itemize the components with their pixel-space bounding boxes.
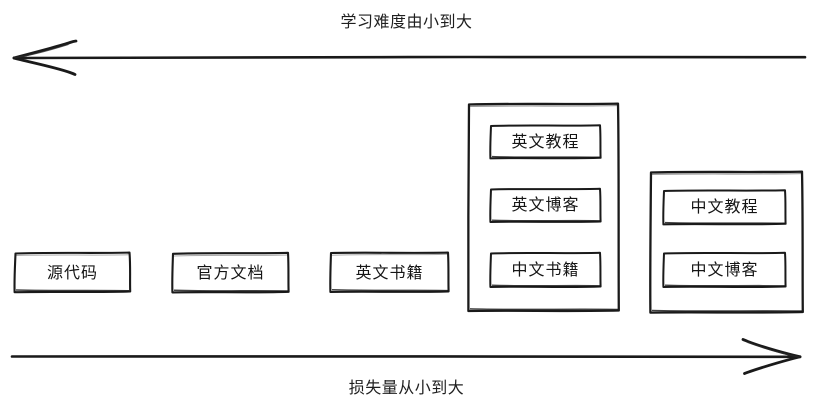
bottom-arrow	[10, 338, 802, 375]
node-english-tutorial[interactable]: 英文教程	[490, 125, 601, 159]
top-arrow	[12, 39, 807, 76]
node-label: 英文教程	[511, 132, 580, 151]
node-label: 中文书籍	[511, 259, 580, 279]
node-label: 中文教程	[690, 197, 759, 216]
node-label: 源代码	[46, 262, 98, 282]
top-axis-label: 学习难度由小到大	[340, 12, 473, 31]
node-official-docs[interactable]: 官方文档	[172, 252, 289, 293]
node-source-code[interactable]: 源代码	[14, 252, 131, 293]
node-label: 英文书籍	[355, 262, 424, 282]
node-label: 英文博客	[511, 195, 580, 214]
node-english-books[interactable]: 英文书籍	[330, 252, 449, 293]
node-chinese-books[interactable]: 中文书籍	[490, 252, 601, 287]
node-chinese-blog[interactable]: 中文博客	[663, 252, 786, 287]
node-chinese-tutorial[interactable]: 中文教程	[663, 190, 786, 224]
node-label: 官方文档	[196, 262, 265, 282]
bottom-axis-label: 损失量从小到大	[348, 378, 465, 397]
node-english-blog[interactable]: 英文博客	[490, 188, 601, 222]
node-label: 中文博客	[690, 259, 759, 279]
